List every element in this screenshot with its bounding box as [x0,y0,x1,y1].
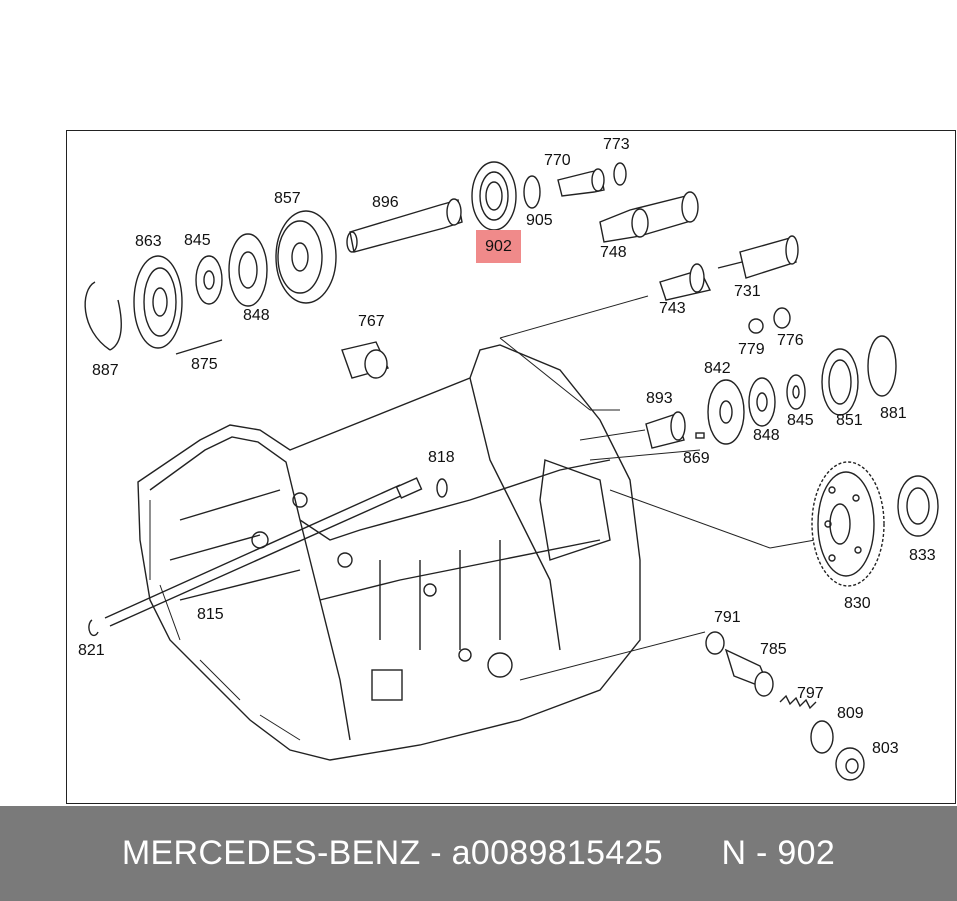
transmission-housing [137,344,641,761]
part-label-785: 785 [760,641,787,658]
part-label-887: 887 [92,362,119,379]
part-label-905: 905 [526,212,553,229]
part-779 [748,318,764,334]
part-875 [175,339,223,355]
part-767 [341,341,389,379]
part-label-830: 830 [844,595,871,612]
part-label-791: 791 [714,609,741,626]
part-845a [195,255,223,305]
part-label-848b: 848 [753,427,780,444]
part-770 [557,168,605,197]
part-809 [810,720,834,754]
part-label-833: 833 [909,547,936,564]
part-label-779: 779 [738,341,765,358]
part-896 [346,198,463,253]
part-869 [695,432,705,439]
part-label-875: 875 [191,356,218,373]
part-label-773: 773 [603,136,630,153]
part-776 [773,307,791,329]
gap [663,834,721,873]
part-label-748: 748 [600,244,627,261]
part-845b [786,374,806,410]
part-785 [724,648,774,697]
separator: - [420,834,452,872]
part-label-776: 776 [777,332,804,349]
part-label-893: 893 [646,390,673,407]
part-label-869: 869 [683,450,710,467]
part-857 [275,210,337,304]
part-label-848a: 848 [243,307,270,324]
part-label-818: 818 [428,449,455,466]
footer-banner: MERCEDES-BENZ - a0089815425 N - 902 [0,806,957,901]
part-label-731: 731 [734,283,761,300]
part-label-896: 896 [372,194,399,211]
part-731 [717,235,799,279]
part-893 [645,411,686,449]
part-label-803: 803 [872,740,899,757]
part-881 [867,335,897,397]
part-label-845a: 845 [184,232,211,249]
part-773 [613,162,627,186]
part-848a [228,233,268,307]
part-863 [133,255,183,349]
part-label-845b: 845 [787,412,814,429]
part-label-815: 815 [197,606,224,623]
part-label-863: 863 [135,233,162,250]
part-830 [811,461,885,587]
part-label-881: 881 [880,405,907,422]
part-887 [84,281,122,351]
part-743 [659,263,712,301]
exploded-parts-diagram [84,161,939,781]
part-label-842: 842 [704,360,731,377]
brand-name: MERCEDES-BENZ [121,834,421,872]
part-label-797: 797 [797,685,824,702]
part-791 [705,631,725,655]
part-748 [599,191,699,243]
part-842 [707,379,745,445]
part-818 [436,478,448,498]
part-label-857: 857 [274,190,301,207]
part-label-821: 821 [78,642,105,659]
part-label-767: 767 [358,313,385,330]
diagram-position: N - 902 [721,834,836,872]
part-902 [471,161,517,231]
part-label-902: 902 [485,237,512,255]
part-number: a0089815425 [451,834,663,872]
part-label-770: 770 [544,152,571,169]
part-803 [835,747,865,781]
part-label-743: 743 [659,300,686,317]
shaft-815 [88,477,423,637]
part-833 [897,475,939,537]
part-905 [523,175,541,209]
highlighted-part-label: 902 [476,230,521,263]
part-797 [779,694,817,710]
part-label-851: 851 [836,412,863,429]
part-848b [748,377,776,427]
part-851 [821,348,859,416]
leader-lines [499,295,816,681]
part-label-809: 809 [837,705,864,722]
